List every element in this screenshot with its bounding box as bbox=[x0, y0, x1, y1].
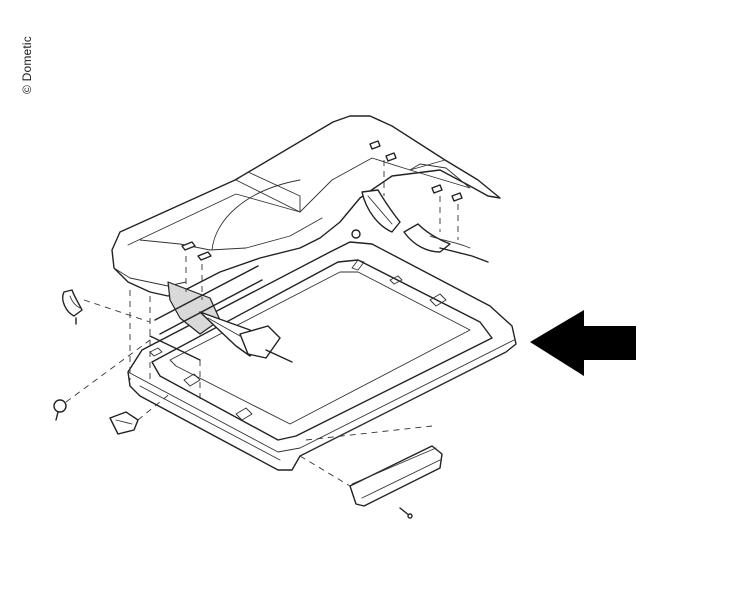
left-arrow-icon bbox=[530, 310, 636, 376]
small-parts-left bbox=[53, 289, 173, 435]
right-hinge-brackets bbox=[351, 160, 489, 263]
main-frame bbox=[127, 241, 517, 471]
left-hinge-mechanism bbox=[129, 256, 293, 400]
bottom-cover-strip bbox=[299, 425, 443, 519]
upper-cover bbox=[111, 115, 501, 297]
